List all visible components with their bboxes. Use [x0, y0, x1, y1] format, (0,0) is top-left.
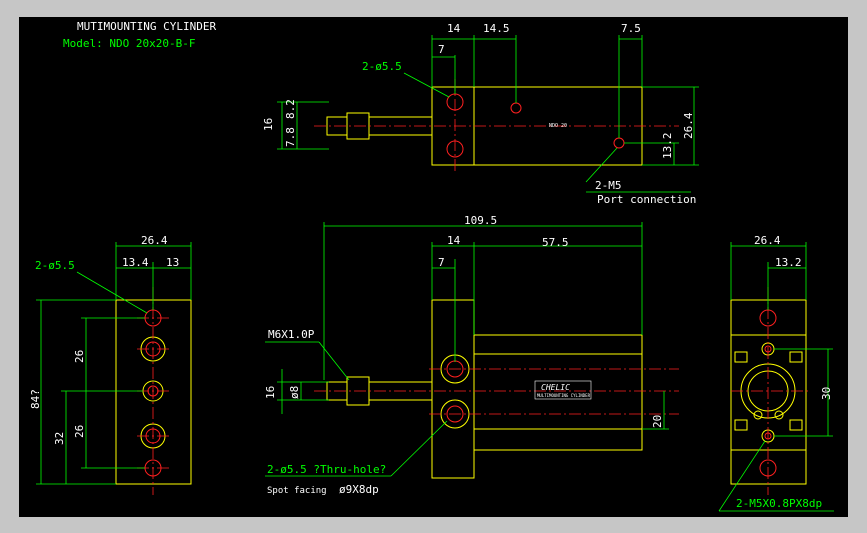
top-port-2 [613, 137, 625, 149]
dim-left-13: 13 [166, 256, 179, 269]
top-hole-label: 2-ø5.5 [362, 60, 402, 73]
dim-left-13-4: 13.4 [122, 256, 149, 269]
right-view: 26.4 13.2 30 2-M5X0.8PX8dp [718, 234, 834, 512]
port-label: 2-M5 [595, 179, 622, 192]
dim-right-13-2: 13.2 [775, 256, 802, 269]
dim-front-16: 16 [264, 386, 277, 399]
dim-front-109-5: 109.5 [464, 214, 497, 227]
dim-top-16: 16 [262, 118, 275, 131]
front-body [473, 334, 643, 451]
dim-front-20: 20 [651, 415, 664, 428]
dim-front-14: 14 [447, 234, 461, 247]
drawing-title: MUTIMOUNTING CYLINDER [77, 20, 216, 33]
thread-label: M6X1.0P [268, 328, 315, 341]
dim-top-13-2: 13.2 [661, 133, 674, 160]
front-hole-label: 2-ø5.5 ?Thru-hole? [267, 463, 386, 476]
dim-left-26-a: 26 [73, 350, 86, 363]
dim-top-14: 14 [447, 22, 461, 35]
dim-left-26-b: 26 [73, 425, 86, 438]
cad-drawing: MUTIMOUNTING CYLINDER Model: NDO 20x20-B… [29, 20, 834, 512]
front-view: CHELIC MULTIMOUNTING CYLINDER 109.5 14 5… [264, 214, 679, 496]
dim-front-7: 7 [438, 256, 445, 269]
dim-top-7-5: 7.5 [621, 22, 641, 35]
top-view: NDO 20 14 14.5 7.5 7 2-ø5.5 16 8.2 7.8 2… [262, 22, 699, 206]
port-desc: Port connection [597, 193, 696, 206]
dim-top-14-5: 14.5 [483, 22, 510, 35]
dim-right-30: 30 [820, 387, 833, 400]
dim-top-8-2: 8.2 [284, 99, 297, 119]
cad-viewport[interactable]: MUTIMOUNTING CYLINDER Model: NDO 20x20-B… [19, 17, 848, 517]
spot-facing-label: Spot facing [267, 486, 327, 496]
dim-top-7-8: 7.8 [284, 127, 297, 147]
spot-facing-dim: ø9X8dp [339, 483, 379, 496]
body-engraving: NDO 20 [549, 123, 567, 129]
dim-top-7: 7 [438, 43, 445, 56]
top-port-1 [510, 102, 522, 114]
dim-left-32: 32 [53, 432, 66, 445]
brand-plate [534, 380, 592, 400]
dim-left-84: 84? [29, 389, 42, 409]
dim-left-26-4: 26.4 [141, 234, 168, 247]
dim-right-26-4: 26.4 [754, 234, 781, 247]
right-body-square [730, 334, 807, 451]
dim-front-57-5: 57.5 [542, 236, 569, 249]
right-thread-label: 2-M5X0.8PX8dp [736, 497, 822, 510]
model-label: Model: NDO 20x20-B-F [63, 37, 195, 50]
left-plate [115, 299, 192, 485]
left-view: 26.4 13.4 13 2-ø5.5 84? 26 26 32 [29, 234, 192, 495]
dim-front-8: ø8 [288, 386, 301, 399]
brand-label: CHELIC [541, 383, 570, 392]
front-flange [431, 299, 475, 479]
dim-top-26-4: 26.4 [682, 112, 695, 139]
left-hole-label: 2-ø5.5 [35, 259, 75, 272]
brand-sub: MULTIMOUNTING CYLINDER [537, 393, 591, 398]
